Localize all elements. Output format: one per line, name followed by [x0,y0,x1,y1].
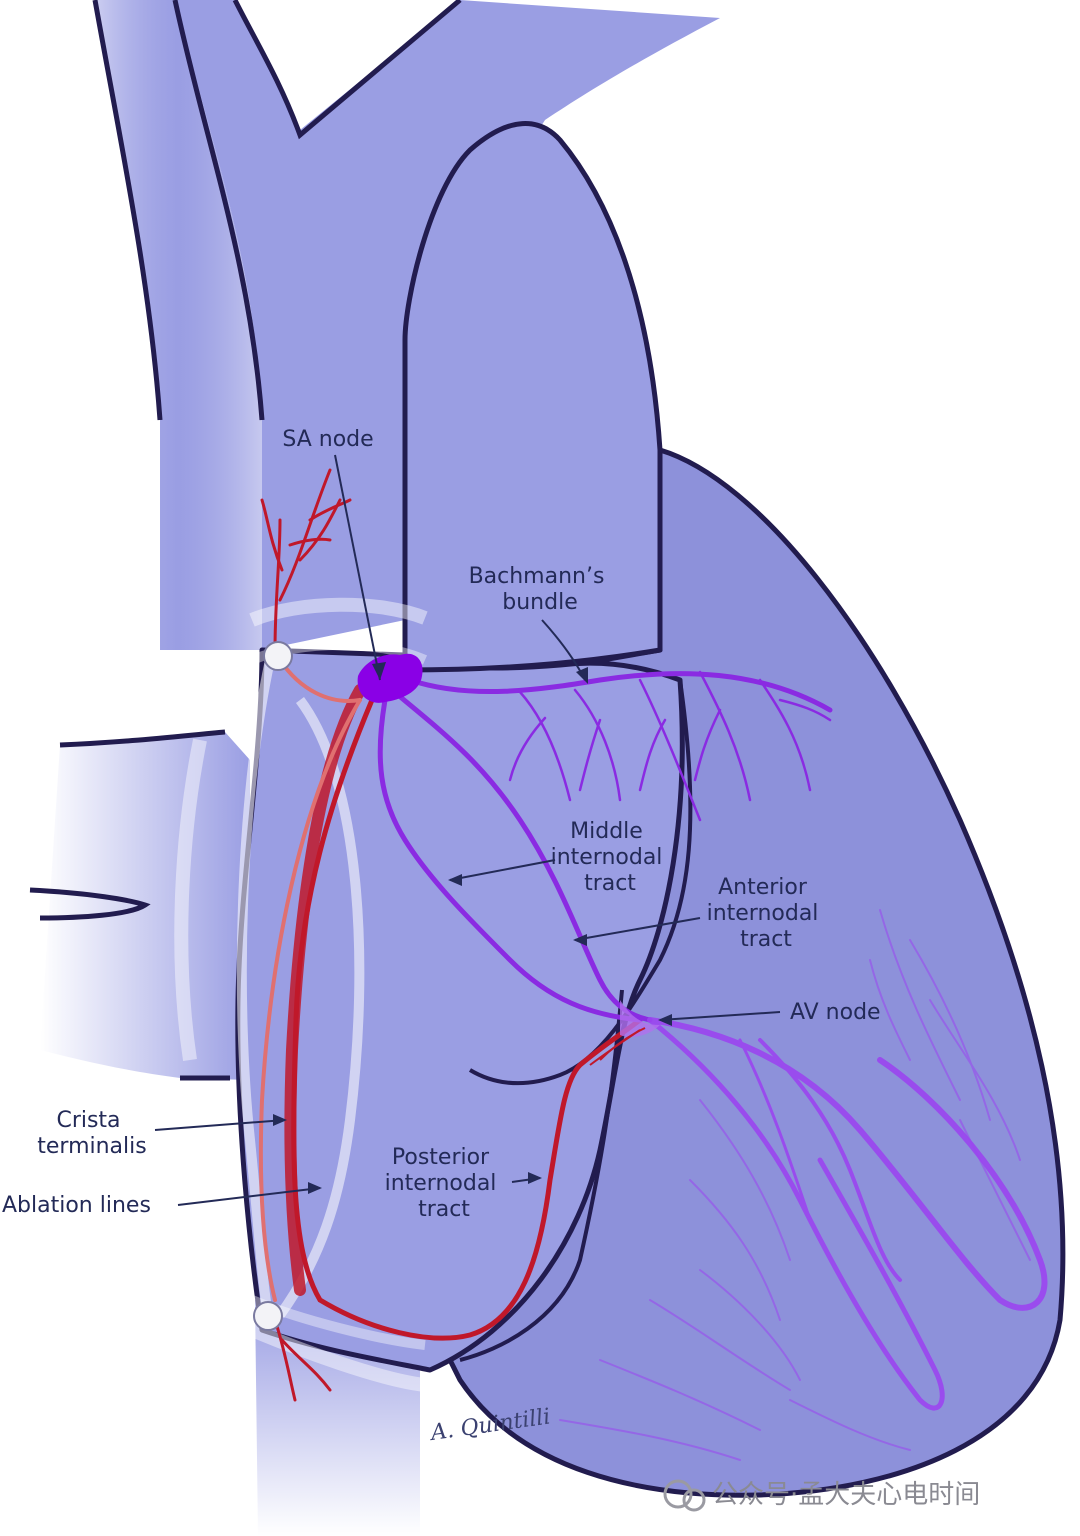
bachmanns-branches [508,670,832,822]
label-anterior-internodal-tract: Anterior internodal tract [707,875,826,952]
watermark-text: 公众号·孟大夫心电时间 [712,1480,980,1510]
ablation-marker-bottom [253,1301,283,1331]
label-bachmanns-bundle: Bachmann’s bundle [469,564,612,615]
pulmonary-veins [29,729,250,1081]
av-groove-line [459,989,624,1362]
aorta [172,0,720,650]
purkinje-fibers [559,909,1031,1461]
svc-branches [260,468,352,652]
septum-line [468,679,693,1086]
anterior-internodal-tract-path [389,687,653,1023]
middle-internodal-tract-path [377,697,643,1023]
label-ablation-lines: Ablation lines [2,1193,151,1218]
superior-vena-cava [92,0,262,650]
label-posterior-internodal-tract: Posterior internodal tract [385,1145,504,1222]
ivc-branches [273,1318,332,1402]
bachmanns-bundle-path [407,671,833,713]
wechat-icon [663,1479,693,1509]
his-purkinje-system [647,1017,1048,1411]
label-av-node: AV node [790,1000,881,1025]
label-sa-node: SA node [282,427,373,452]
ascending-aorta-root [402,121,663,673]
ablation-lines [236,658,365,1318]
watermark: 公众号·孟大夫心电时间 [663,1479,980,1512]
label-crista-terminalis: Crista terminalis [37,1108,146,1159]
posterior-internodal-tract-path [291,697,643,1341]
leader-arrowheads [273,662,672,1194]
ablation-marker-top [263,641,293,671]
av-node [589,1000,660,1066]
label-middle-internodal-tract: Middle internodal tract [551,819,670,896]
